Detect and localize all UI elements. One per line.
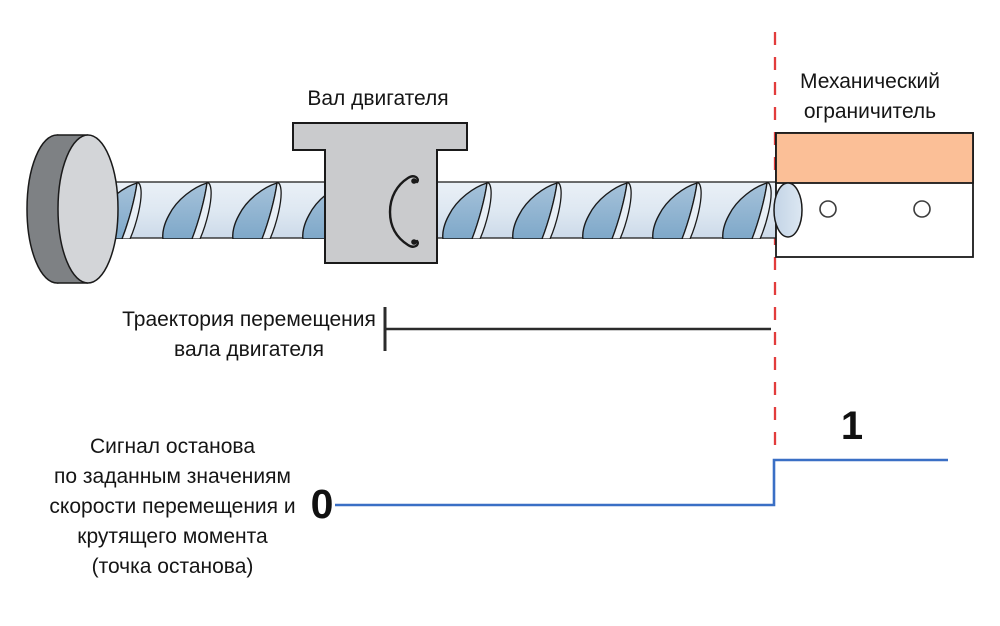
mounting-hole xyxy=(913,200,931,218)
stop-signal-label: Сигнал останова по заданным значениям ск… xyxy=(49,435,296,578)
end-disk xyxy=(26,134,119,284)
stop-signal-line xyxy=(335,458,948,507)
signal-high-value: 1 xyxy=(840,404,864,448)
limiter-top-plate xyxy=(775,132,974,184)
trajectory-line xyxy=(383,307,771,351)
mounting-hole xyxy=(819,200,837,218)
mechanical-limiter-block xyxy=(775,132,974,258)
signal-low-value: 0 xyxy=(310,481,334,527)
keyway-slot xyxy=(388,175,419,248)
mechanical-limiter-label: Механический ограничитель xyxy=(800,70,940,123)
trajectory-label: Траектория перемещения вала двигателя xyxy=(122,308,376,361)
motor-block xyxy=(292,122,468,264)
motor-shaft-label: Вал двигателя xyxy=(307,87,449,110)
shaft-end-cap xyxy=(773,182,803,238)
motor-block-body xyxy=(292,122,468,264)
